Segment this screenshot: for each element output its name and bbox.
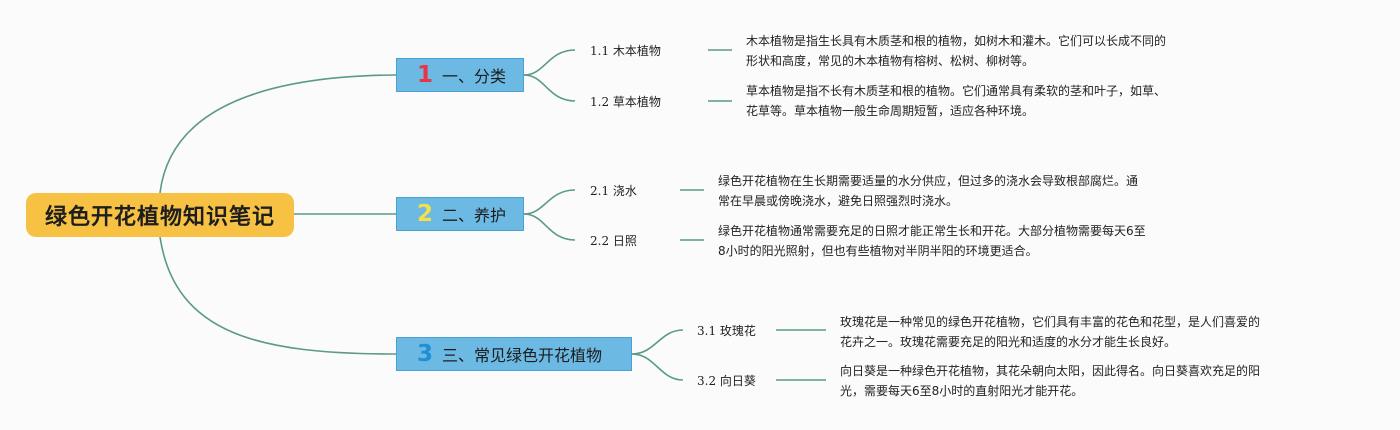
link-branch-1-sub-1 [523,49,576,76]
desc-line: 绿色开花植物在生长期需要适量的水分供应，但过多的浇水会导致根部腐烂。通 [718,174,1139,188]
root-topic[interactable]: 绿色开花植物知识笔记 [26,193,294,237]
desc-line: 花卉之一。玫瑰花需要充足的阳光和适度的水分才能生长良好。 [840,335,1177,349]
link-branch-3-sub-1 [631,329,684,355]
subtopic-1-2-description: 草本植物是指不长有木质茎和根的植物。它们通常具有柔软的茎和叶子，如草、 花草等。… [746,81,1166,121]
link-branch-1-sub-2 [523,74,576,102]
subtopic-2-2[interactable]: 2.2 日照 [590,234,637,248]
link-root-branch-3 [159,236,397,355]
link-branch-3-sub-2 [631,353,684,381]
branch-number-3: 3 [417,341,434,367]
branch-label-2: 二、养护 [442,206,507,225]
desc-line: 绿色开花植物通常需要充足的日照才能正常生长和开花。大部分植物需要每天6至 [718,224,1146,238]
subtopic-1-2[interactable]: 1.2 草本植物 [590,95,661,109]
link-branch-2-sub-1 [523,189,576,215]
desc-line: 光，需要每天6至8小时的直射阳光才能开花。 [840,384,1084,398]
subtopic-1-1[interactable]: 1.1 木本植物 [590,44,661,58]
subtopic-2-1-description: 绿色开花植物在生长期需要适量的水分供应，但过多的浇水会导致根部腐烂。通 常在早晨… [718,171,1138,211]
branch-label-3: 三、常见绿色开花植物 [442,346,603,365]
subtopic-3-1[interactable]: 3.1 玫瑰花 [697,324,756,338]
branch-topic-2[interactable]: 2 二、养护 [396,197,524,231]
desc-line: 向日葵是一种绿色开花植物，其花朵朝向太阳，因此得名。向日葵喜欢充足的阳 [840,364,1261,378]
link-root-branch-1 [159,74,397,194]
subtopic-3-1-description: 玫瑰花是一种常见的绿色开花植物，它们具有丰富的花色和花型，是人们喜爱的 花卉之一… [840,312,1260,352]
subtopic-3-2[interactable]: 3.2 向日葵 [697,374,756,388]
branch-number-1: 1 [417,62,434,88]
subtopic-1-1-description: 木本植物是指生长具有木质茎和根的植物，如树木和灌木。它们可以长成不同的 形状和高… [746,31,1166,71]
subtopic-2-2-description: 绿色开花植物通常需要充足的日照才能正常生长和开花。大部分植物需要每天6至 8小时… [718,221,1146,261]
desc-line: 花草等。草本植物一般生命周期短暂，适应各种环境。 [746,104,1035,118]
desc-line: 草本植物是指不长有木质茎和根的植物。它们通常具有柔软的茎和叶子，如草、 [746,84,1167,98]
desc-line: 常在早晨或傍晚浇水，避免日照强烈时浇水。 [718,194,959,208]
desc-line: 玫瑰花是一种常见的绿色开花植物，它们具有丰富的花色和花型，是人们喜爱的 [840,315,1261,329]
subtopic-2-1[interactable]: 2.1 浇水 [590,184,637,198]
branch-topic-1[interactable]: 1 一、分类 [396,58,524,92]
branch-topic-3[interactable]: 3 三、常见绿色开花植物 [396,337,632,371]
desc-line: 8小时的阳光照射，但也有些植物对半阴半阳的环境更适合。 [718,244,1038,258]
branch-label-1: 一、分类 [442,67,507,86]
branch-number-2: 2 [417,201,434,227]
subtopic-3-2-description: 向日葵是一种绿色开花植物，其花朵朝向太阳，因此得名。向日葵喜欢充足的阳 光，需要… [840,361,1260,401]
desc-line: 形状和高度，常见的木本植物有榕树、松树、柳树等。 [746,54,1035,68]
desc-line: 木本植物是指生长具有木质茎和根的植物，如树木和灌木。它们可以长成不同的 [746,34,1167,48]
link-branch-2-sub-2 [523,213,576,241]
